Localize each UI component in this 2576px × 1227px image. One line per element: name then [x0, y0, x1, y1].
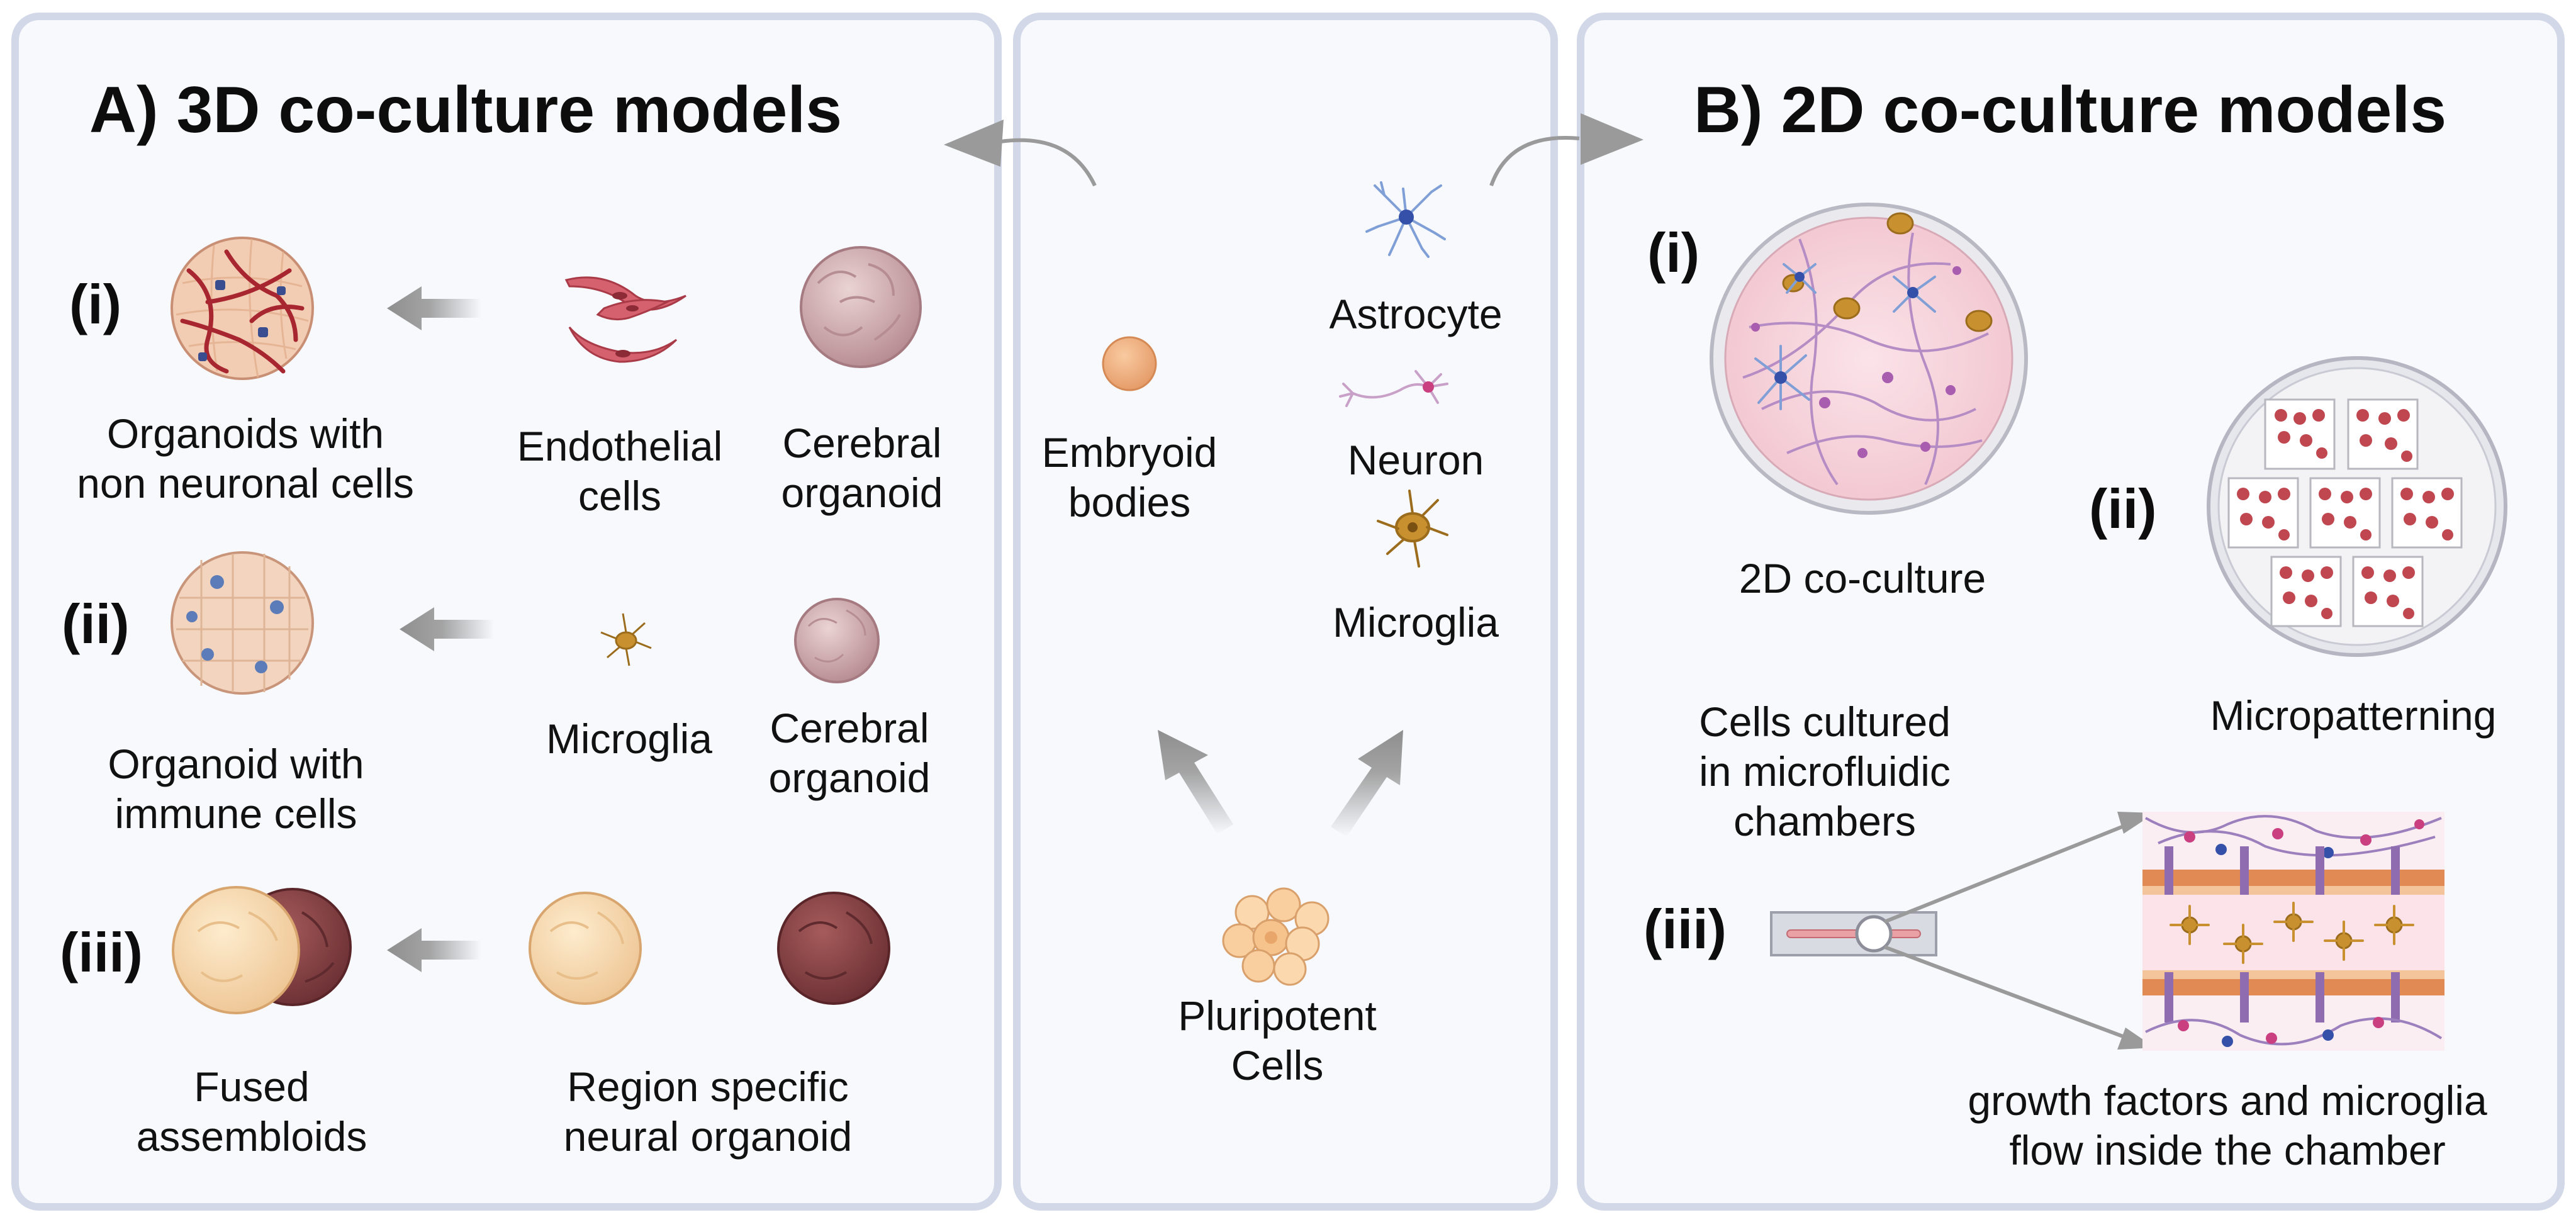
b-iii-number: (iii): [1644, 898, 1727, 960]
row-ii-number: (ii): [62, 593, 130, 655]
fused-assembloid-icon: [172, 886, 352, 1014]
pluripotent-cells-icon: [1222, 887, 1330, 986]
region-specific-organoid-dark-icon: [777, 892, 890, 1005]
arrow-up-right-icon: [1331, 730, 1403, 837]
astrocyte-label: Astrocyte: [1329, 291, 1503, 337]
microglia-label: Microglia: [546, 715, 713, 762]
organoids-with-non-neuronal-cells-label: Organoids with non neuronal cells: [77, 410, 414, 507]
microglia-icon: [600, 613, 652, 666]
row-iii-number: (iii): [60, 921, 143, 983]
growth-factors-flow-label: growth factors and microglia flow inside…: [1968, 1077, 2487, 1174]
arrow-left-icon: [387, 286, 481, 330]
embryoid-body-icon: [1102, 336, 1157, 391]
co-culture-dish-icon: [1710, 203, 2028, 515]
b-ii-number: (ii): [2089, 478, 2157, 540]
vascular-organoid-icon: [171, 237, 314, 380]
microfluidic-chamber-icon: [2142, 812, 2444, 1051]
embryoid-bodies-label: Embryoid bodies: [1041, 429, 1218, 526]
cerebral-organoid-label: Cerebral organoid: [768, 705, 931, 802]
astrocyte-icon: [1365, 181, 1446, 258]
microfluidic-chambers-label: Cells cultured in microfluidic chambers: [1699, 698, 1951, 845]
b-i-number: (i): [1647, 221, 1700, 284]
immune-organoid-icon: [171, 551, 314, 695]
region-specific-organoid-cream-icon: [529, 892, 642, 1005]
panel-a-title: A) 3D co-culture models: [89, 74, 843, 147]
micropatterning-label: Micropatterning: [2210, 692, 2497, 739]
microglia-label: Microglia: [1332, 599, 1499, 646]
fused-assembloids-label: Fused assembloids: [136, 1063, 367, 1160]
arrow-left-icon: [387, 928, 481, 972]
cerebral-organoid-label: Cerebral organoid: [781, 420, 943, 517]
endothelial-cells-icon: [564, 276, 686, 363]
organoid-with-immune-cells-label: Organoid with immune cells: [108, 741, 364, 838]
panel-b-title: B) 2D co-culture models: [1693, 74, 2447, 147]
cerebral-organoid-icon: [794, 598, 880, 683]
microfluidic-chip-icon: [1770, 911, 1937, 956]
endothelial-cells-label: Endothelial cells: [517, 423, 723, 520]
pluripotent-cells-label: Pluripotent Cells: [1178, 992, 1377, 1089]
panel-center-cells: [1013, 13, 1558, 1211]
micropatterning-dish-icon: [2207, 356, 2507, 657]
2d-co-culture-label: 2D co-culture: [1739, 555, 1986, 602]
microglia-icon: [1377, 490, 1448, 568]
curved-arrow-to-2d-icon: [1489, 136, 1580, 187]
arrow-up-left-icon: [1158, 730, 1233, 834]
zoom-line-icon: [1883, 945, 2137, 1043]
cerebral-organoid-icon: [800, 246, 922, 368]
zoom-line-icon: [1883, 819, 2137, 924]
neuron-icon: [1339, 370, 1448, 407]
arrowhead-right-icon: [1581, 113, 1644, 165]
region-specific-neural-organoid-label: Region specific neural organoid: [563, 1063, 853, 1160]
arrow-left-icon: [400, 607, 494, 651]
curved-arrow-to-3d-icon: [1000, 138, 1097, 187]
row-i-number: (i): [69, 273, 122, 335]
arrowhead-left-icon: [944, 120, 1004, 167]
neuron-label: Neuron: [1347, 437, 1484, 483]
